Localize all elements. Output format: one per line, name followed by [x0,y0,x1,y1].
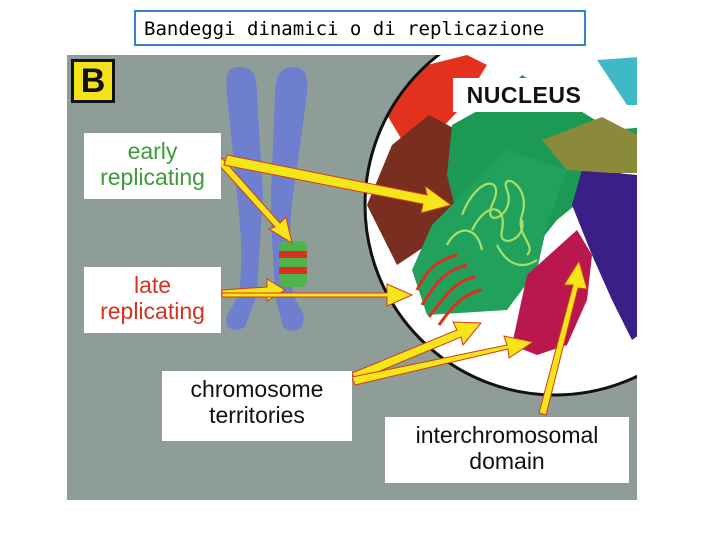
arrow-early-to-band [216,157,293,245]
late-replicating-label: late replicating [84,267,221,333]
chromosome-territory-figure: B NUCLEUS early replicating late replica… [67,55,637,500]
annotation-arrows [216,154,588,416]
nucleus-outline [363,55,637,397]
territory-olive [542,117,637,173]
nucleus-label-text: NUCLEUS [466,82,582,108]
interchromosomal-domain-label: interchromosomal domain [385,417,629,483]
arrow-interchromosomal [538,259,588,416]
chromosome-band [279,241,307,287]
metaphase-chromosome [226,67,308,331]
territories-label-line1: chromosome [190,376,324,402]
arrow-late-to-nucleus [221,283,414,307]
nucleus-label: NUCLEUS [453,78,595,112]
territory-purple [572,170,637,340]
territory-brown [367,115,472,265]
late-label-line2: replicating [100,297,205,324]
territory-cyan [597,55,637,105]
early-replicating-label: early replicating [84,133,221,199]
late-label-line1: late [133,272,172,298]
chromosome-territories-label: chromosome territories [162,371,352,441]
panel-letter: B [71,59,115,103]
early-replicating-threads [446,179,538,267]
territory-magenta [512,230,592,355]
arrow-territories-to-magenta [351,335,535,386]
territory-green [412,150,567,315]
early-label-line2: replicating [100,163,205,190]
territories-label-line2: territories [209,401,305,428]
interchrom-label-line1: interchromosomal [415,422,599,448]
early-label-line1: early [127,138,178,164]
interchrom-label-line2: domain [469,447,545,474]
arrow-early-to-nucleus [223,154,453,214]
slide-title: Bandeggi dinamici o di replicazione [134,10,586,46]
late-replicating-threads [415,253,483,326]
